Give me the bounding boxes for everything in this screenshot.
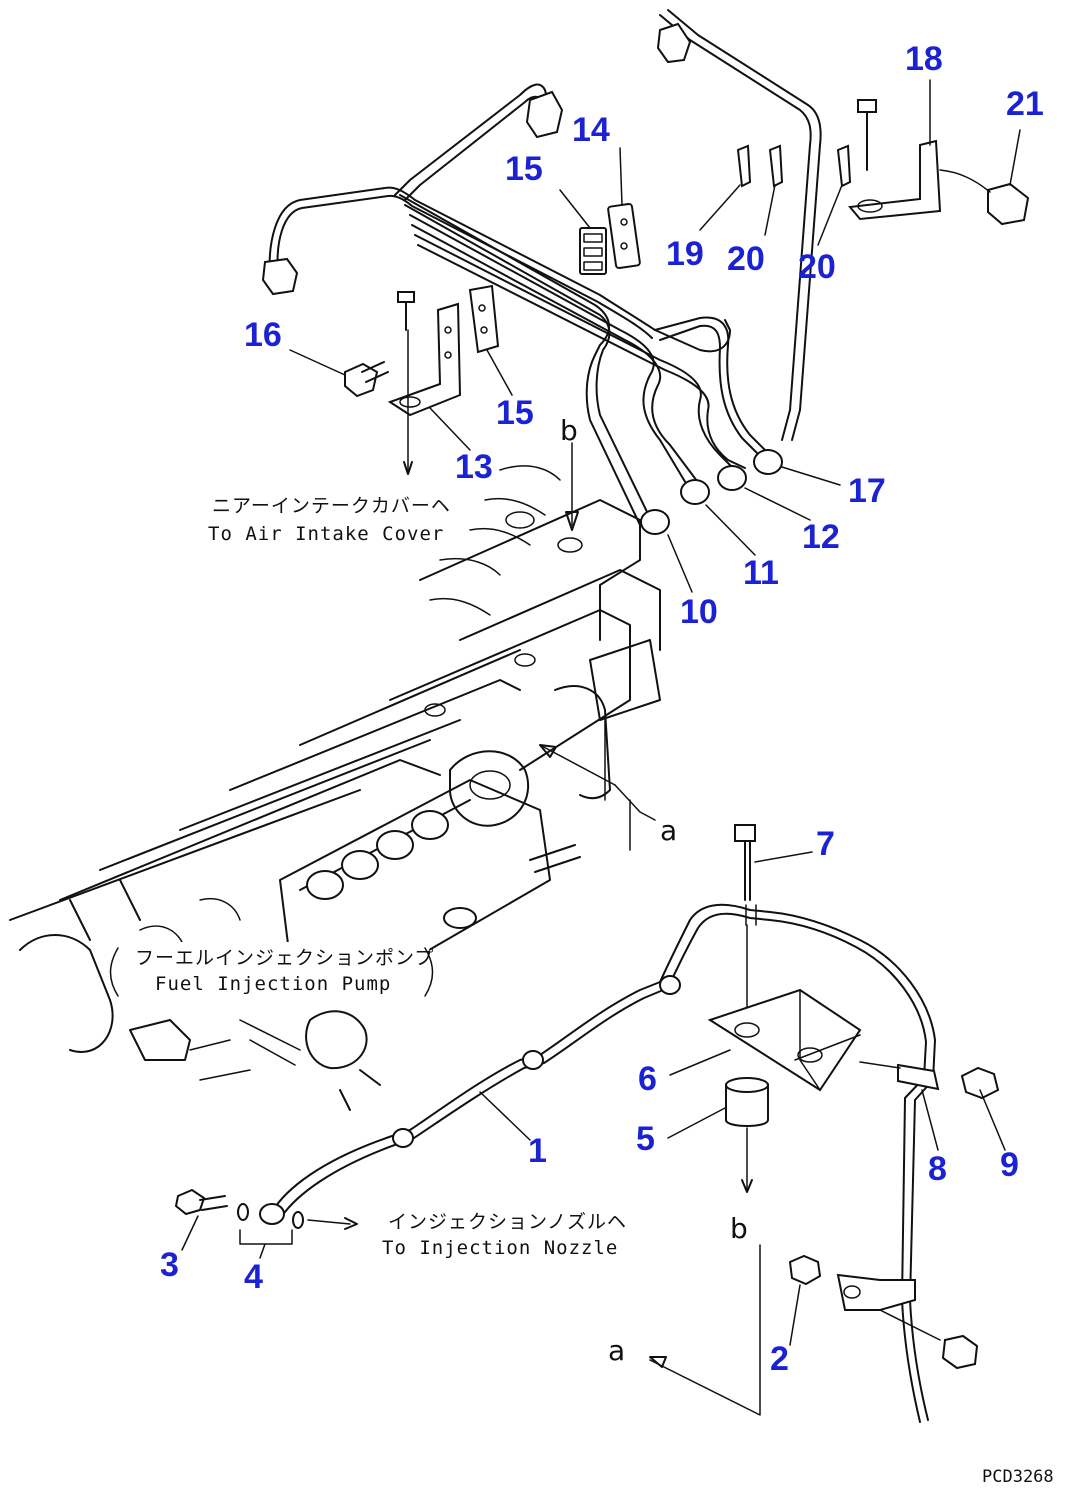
ref-letter-a-top: a bbox=[660, 814, 677, 847]
reference-arrows bbox=[539, 442, 761, 1416]
callout-part-7: 7 bbox=[816, 825, 835, 863]
callout-part-18: 18 bbox=[905, 40, 943, 78]
lower-tube-clamp bbox=[788, 1254, 979, 1370]
callout-part-15-lower: 15 bbox=[496, 394, 534, 432]
callout-part-19: 19 bbox=[666, 235, 704, 273]
callout-part-12: 12 bbox=[802, 518, 840, 556]
callout-part-11: 11 bbox=[743, 554, 779, 592]
clamp-8-bolt-9 bbox=[859, 1061, 1000, 1100]
ref-letter-b-bottom: b bbox=[730, 1212, 748, 1245]
callout-part-5: 5 bbox=[636, 1120, 655, 1158]
note-nozzle-en: To Injection Nozzle bbox=[382, 1237, 618, 1259]
clamp-parts-19-20 bbox=[736, 144, 852, 188]
note-pump-jp: フーエルインジェクションポンプ bbox=[135, 947, 434, 969]
ref-letter-a-bottom: a bbox=[608, 1334, 625, 1367]
note-pump-en: Fuel Injection Pump bbox=[155, 973, 391, 995]
callout-part-6: 6 bbox=[638, 1060, 657, 1098]
diagram-notes: ニアーインテークカバーヘ To Air Intake Cover フーエルインジ… bbox=[109, 490, 1054, 1487]
callout-leaders bbox=[181, 79, 1021, 1346]
callout-part-9: 9 bbox=[1000, 1146, 1019, 1184]
note-air-intake-jp: ニアーインテークカバーヘ bbox=[212, 495, 451, 517]
note-nozzle-jp: インジェクションノズルヘ bbox=[388, 1211, 627, 1233]
engine-block bbox=[9, 465, 661, 1053]
callout-part-16: 16 bbox=[244, 316, 282, 354]
fuel-tube-bundle bbox=[261, 9, 822, 535]
bracket-assembly-13 bbox=[344, 284, 500, 475]
clamp-parts-upper bbox=[579, 203, 641, 275]
callout-part-10: 10 bbox=[680, 593, 718, 631]
callout-part-21: 21 bbox=[1006, 85, 1044, 123]
callout-part-8: 8 bbox=[928, 1150, 947, 1188]
callout-part-13: 13 bbox=[455, 448, 493, 486]
callout-part-2: 2 bbox=[770, 1340, 789, 1378]
callout-part-1: 1 bbox=[528, 1132, 547, 1170]
callout-part-4: 4 bbox=[244, 1258, 263, 1296]
callout-part-15-upper: 15 bbox=[505, 150, 543, 188]
part-callouts: 1 2 3 4 5 6 7 8 9 10 11 12 13 14 15 15 1… bbox=[160, 40, 1044, 1378]
callout-part-17: 17 bbox=[848, 472, 886, 510]
bracket-assembly-18 bbox=[848, 99, 1030, 226]
injection-pump bbox=[129, 750, 581, 1111]
note-air-intake-en: To Air Intake Cover bbox=[208, 523, 444, 545]
callout-part-20-left: 20 bbox=[727, 240, 765, 278]
callout-part-14: 14 bbox=[572, 111, 610, 149]
callout-part-3: 3 bbox=[160, 1246, 179, 1284]
ref-letter-b-top: b bbox=[560, 414, 578, 447]
bracket-assembly-6 bbox=[707, 824, 862, 1193]
callout-part-20-right: 20 bbox=[798, 248, 836, 286]
reference-letters: b a b a bbox=[560, 414, 748, 1367]
drawing-code: PCD3268 bbox=[982, 1467, 1054, 1487]
injection-tube-1 bbox=[174, 903, 936, 1423]
